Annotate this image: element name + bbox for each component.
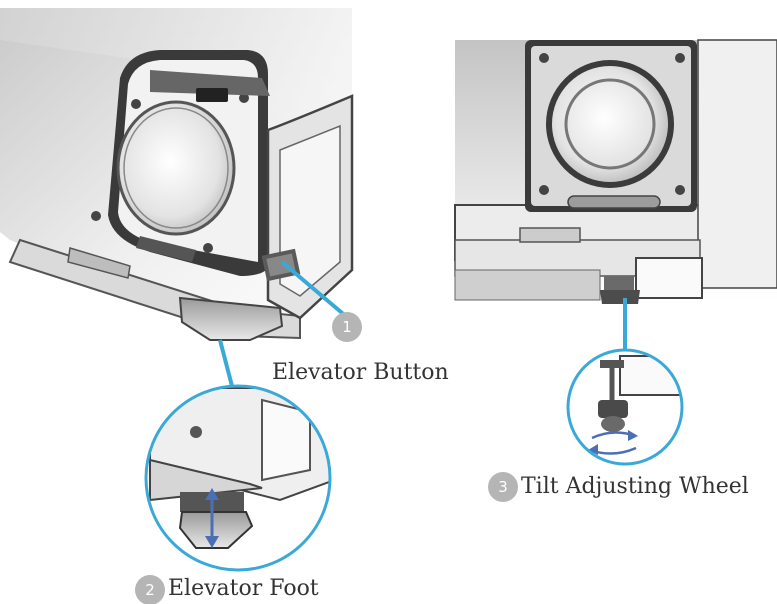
label-elevator-foot: Elevator Foot <box>168 576 319 601</box>
left-projector <box>0 8 354 341</box>
leader-line-2 <box>218 339 234 387</box>
leader-line-1 <box>280 260 350 320</box>
label-tilt-adjusting-wheel: Tilt Adjusting Wheel <box>521 474 749 499</box>
zoom-circle-elevator-foot <box>144 384 332 572</box>
zoom-circle-tilt-wheel <box>566 348 684 466</box>
callout-badge-1: 1 <box>332 312 362 342</box>
label-elevator-button: Elevator Button <box>272 360 449 385</box>
right-projector <box>454 39 777 304</box>
callout-badge-3: 3 <box>488 472 518 502</box>
callout-badge-2: 2 <box>135 575 165 604</box>
